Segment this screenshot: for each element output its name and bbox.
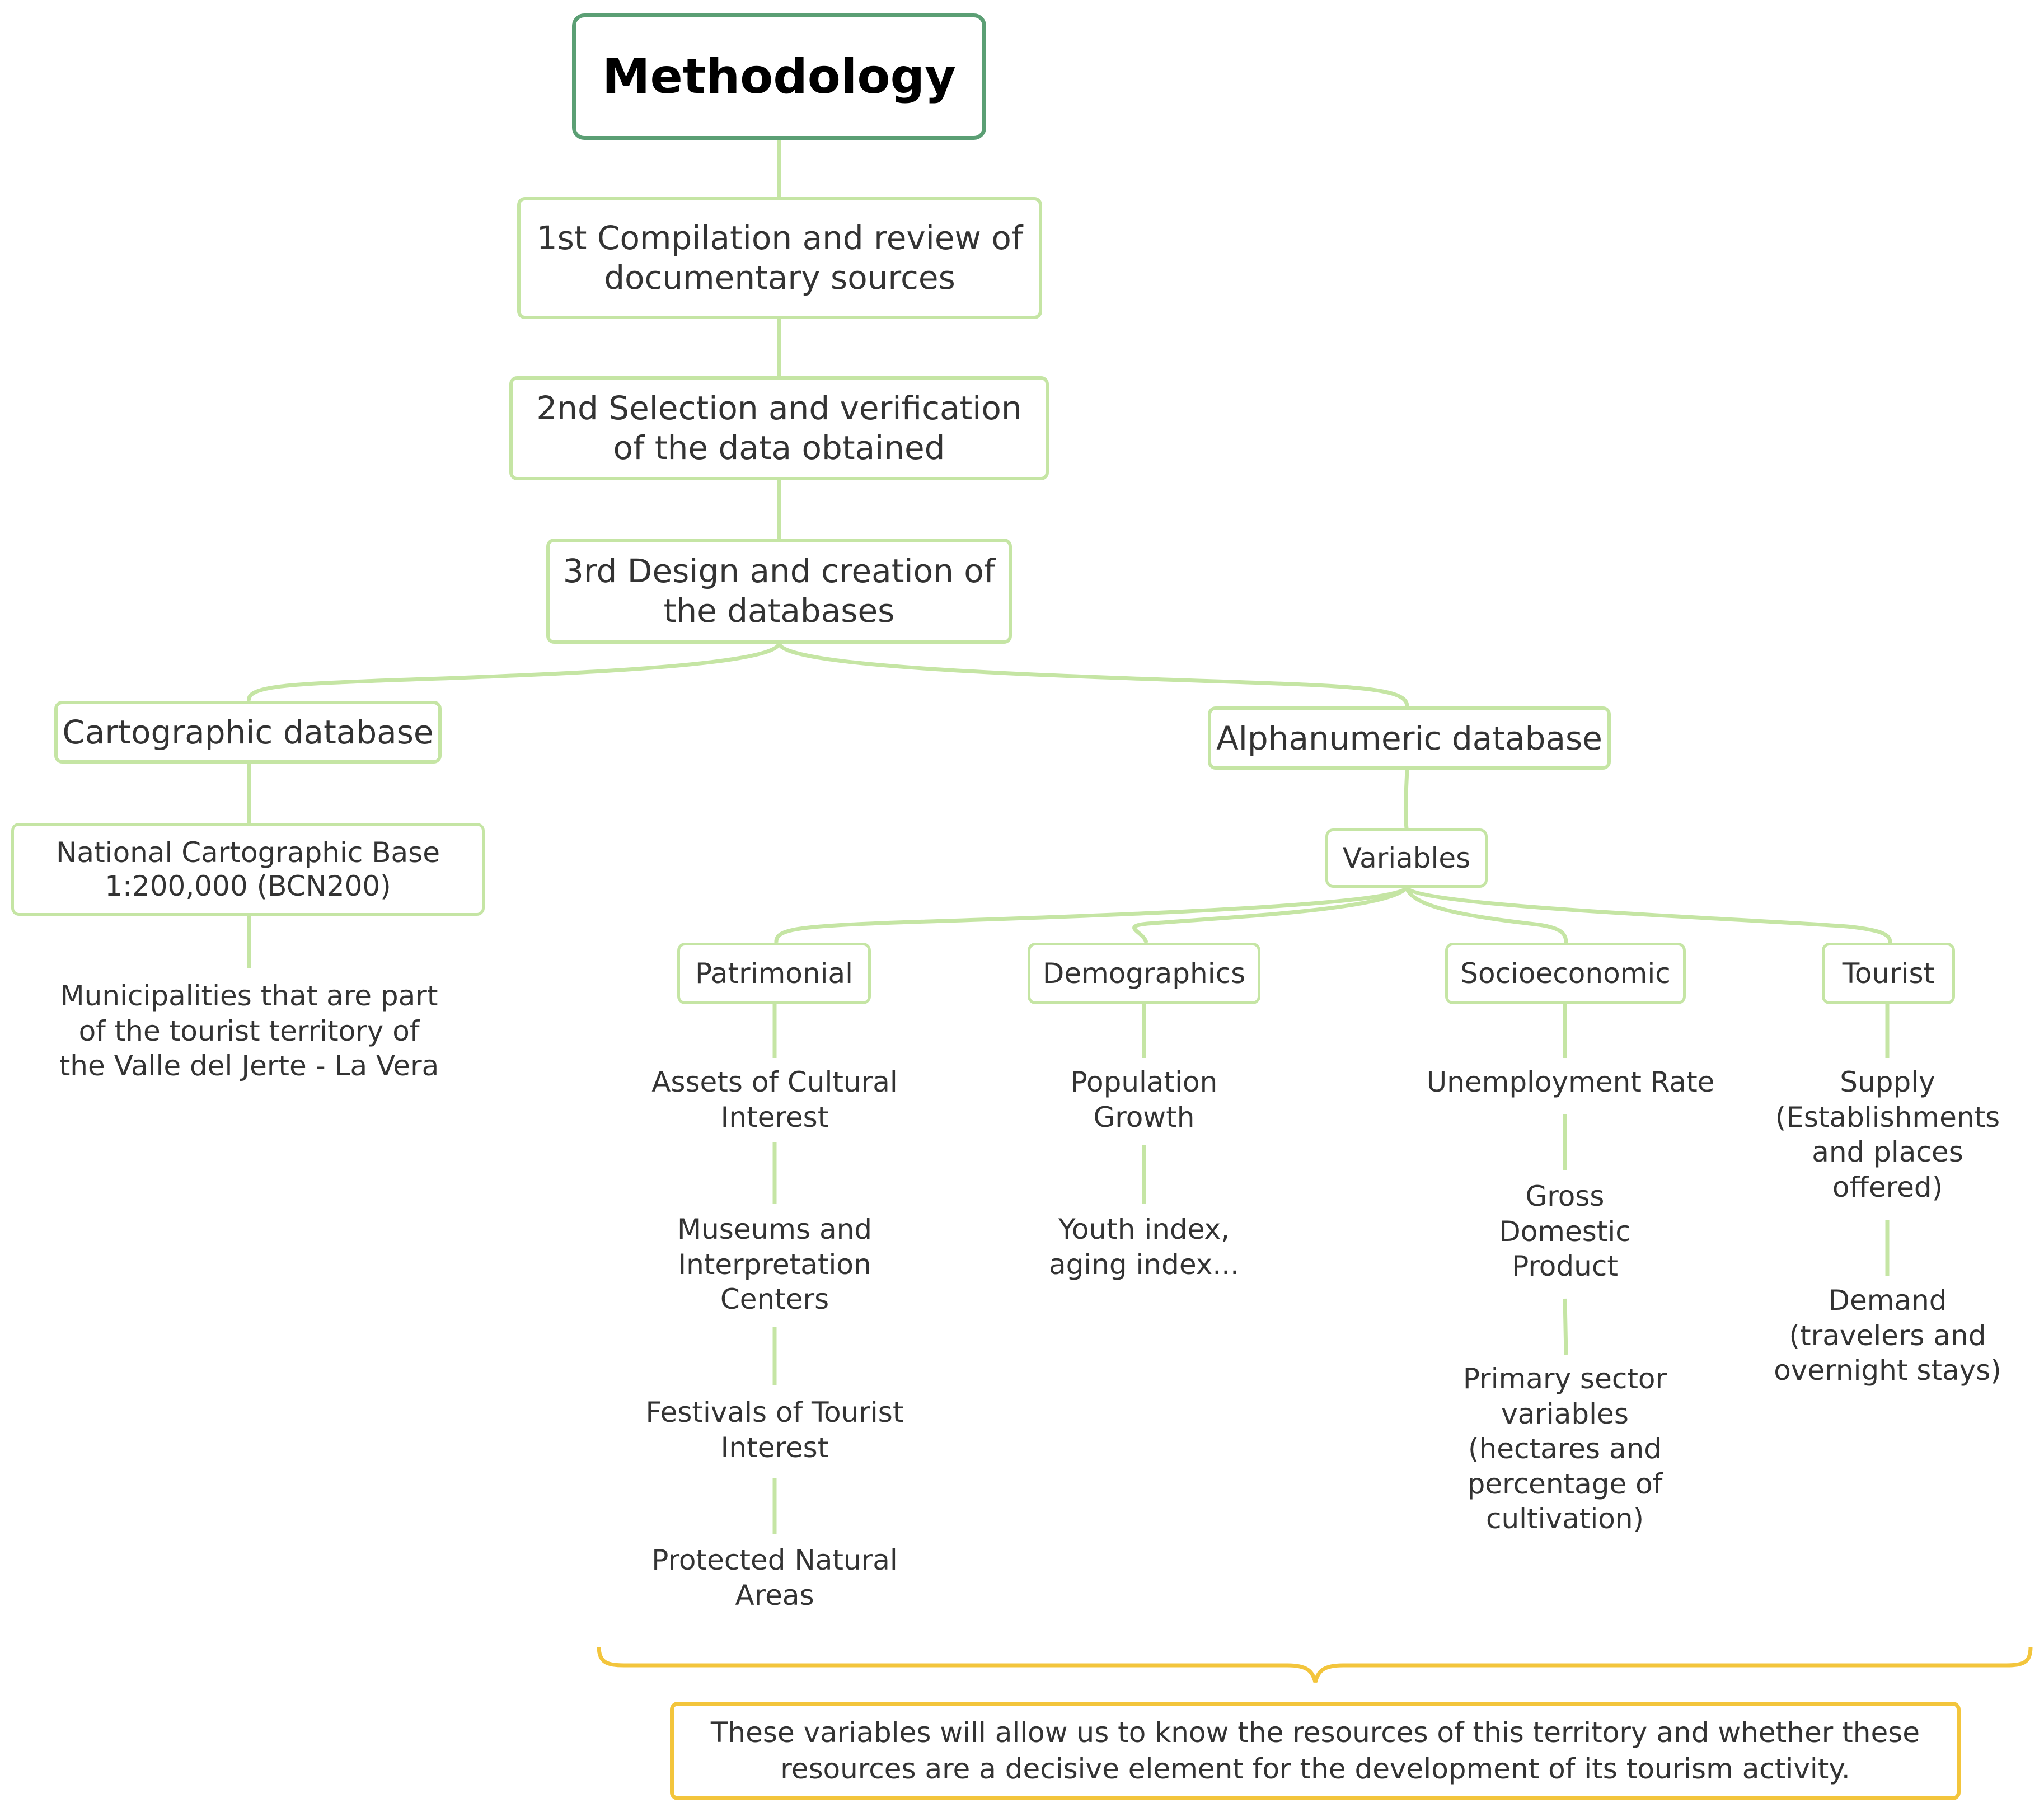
category-tourist-label: Tourist (1842, 957, 1935, 990)
connector-socioeconomic-3 (1563, 1298, 1568, 1355)
patrimonial-item-2: Museums and Interpretation Centers (677, 1213, 873, 1315)
connector-variables-patrimonial (774, 886, 1408, 943)
variables-node: Variables (1325, 828, 1488, 888)
connector-variables-demographics (1132, 886, 1408, 944)
step-selection-label: 2nd Selection and verification of the da… (536, 389, 1022, 467)
alphanumeric-database: Alphanumeric database (1208, 706, 1611, 770)
national-cartographic-base-label: National Cartographic Base 1:200,000 (BC… (56, 836, 440, 902)
step-design: 3rd Design and creation of the databases (546, 539, 1012, 644)
tourist-item-2: Demand (travelers and overnight stays) (1774, 1284, 2001, 1387)
category-socioeconomic-label: Socioeconomic (1460, 957, 1671, 990)
methodology-root: Methodology (572, 13, 986, 140)
step-selection: 2nd Selection and verification of the da… (509, 376, 1049, 480)
curly-brace (597, 1646, 2033, 1683)
socioeconomic-item-1: Unemployment Rate (1426, 1066, 1715, 1098)
step-compilation-label: 1st Compilation and review of documentar… (536, 219, 1023, 297)
conclusion-note: These variables will allow us to know th… (670, 1702, 1961, 1800)
socioeconomic-item-2: Gross Domestic Product (1499, 1180, 1631, 1282)
demographics-item-1: Population Growth (1070, 1066, 1218, 1134)
connector-variables-tourist (1405, 886, 1892, 943)
patrimonial-item-1: Assets of Cultural Interest (651, 1066, 898, 1134)
category-demographics-label: Demographics (1042, 957, 1246, 990)
connector-alphanumeric-variables (1403, 769, 1409, 829)
root-label: Methodology (602, 49, 957, 105)
socioeconomic-item-3: Primary sector variables (hectares and p… (1462, 1362, 1667, 1535)
category-demographics: Demographics (1028, 943, 1260, 1004)
variables-label: Variables (1342, 842, 1471, 874)
connector-step3-cartographic (247, 643, 781, 701)
connector-variables-socioeconomic (1404, 887, 1568, 943)
patrimonial-item-4: Protected Natural Areas (651, 1544, 898, 1612)
patrimonial-item-3: Festivals of Tourist Interest (645, 1396, 904, 1464)
municipalities-text: Municipalities that are part of the tour… (59, 980, 439, 1082)
category-tourist: Tourist (1822, 943, 1955, 1004)
national-cartographic-base: National Cartographic Base 1:200,000 (BC… (11, 823, 485, 916)
cartographic-database-label: Cartographic database (62, 713, 434, 751)
conclusion-note-text: These variables will allow us to know th… (710, 1716, 1920, 1785)
alphanumeric-database-label: Alphanumeric database (1216, 719, 1602, 757)
step-design-label: 3rd Design and creation of the databases (562, 552, 996, 630)
category-socioeconomic: Socioeconomic (1445, 943, 1686, 1004)
demographics-item-2: Youth index, aging index... (1048, 1213, 1240, 1281)
connector-step3-alphanumeric (777, 643, 1409, 707)
step-compilation: 1st Compilation and review of documentar… (517, 197, 1042, 319)
cartographic-database: Cartographic database (54, 701, 442, 764)
tourist-item-1: Supply (Establishments and places offere… (1775, 1066, 2000, 1204)
category-patrimonial: Patrimonial (677, 943, 871, 1004)
category-patrimonial-label: Patrimonial (695, 957, 853, 990)
